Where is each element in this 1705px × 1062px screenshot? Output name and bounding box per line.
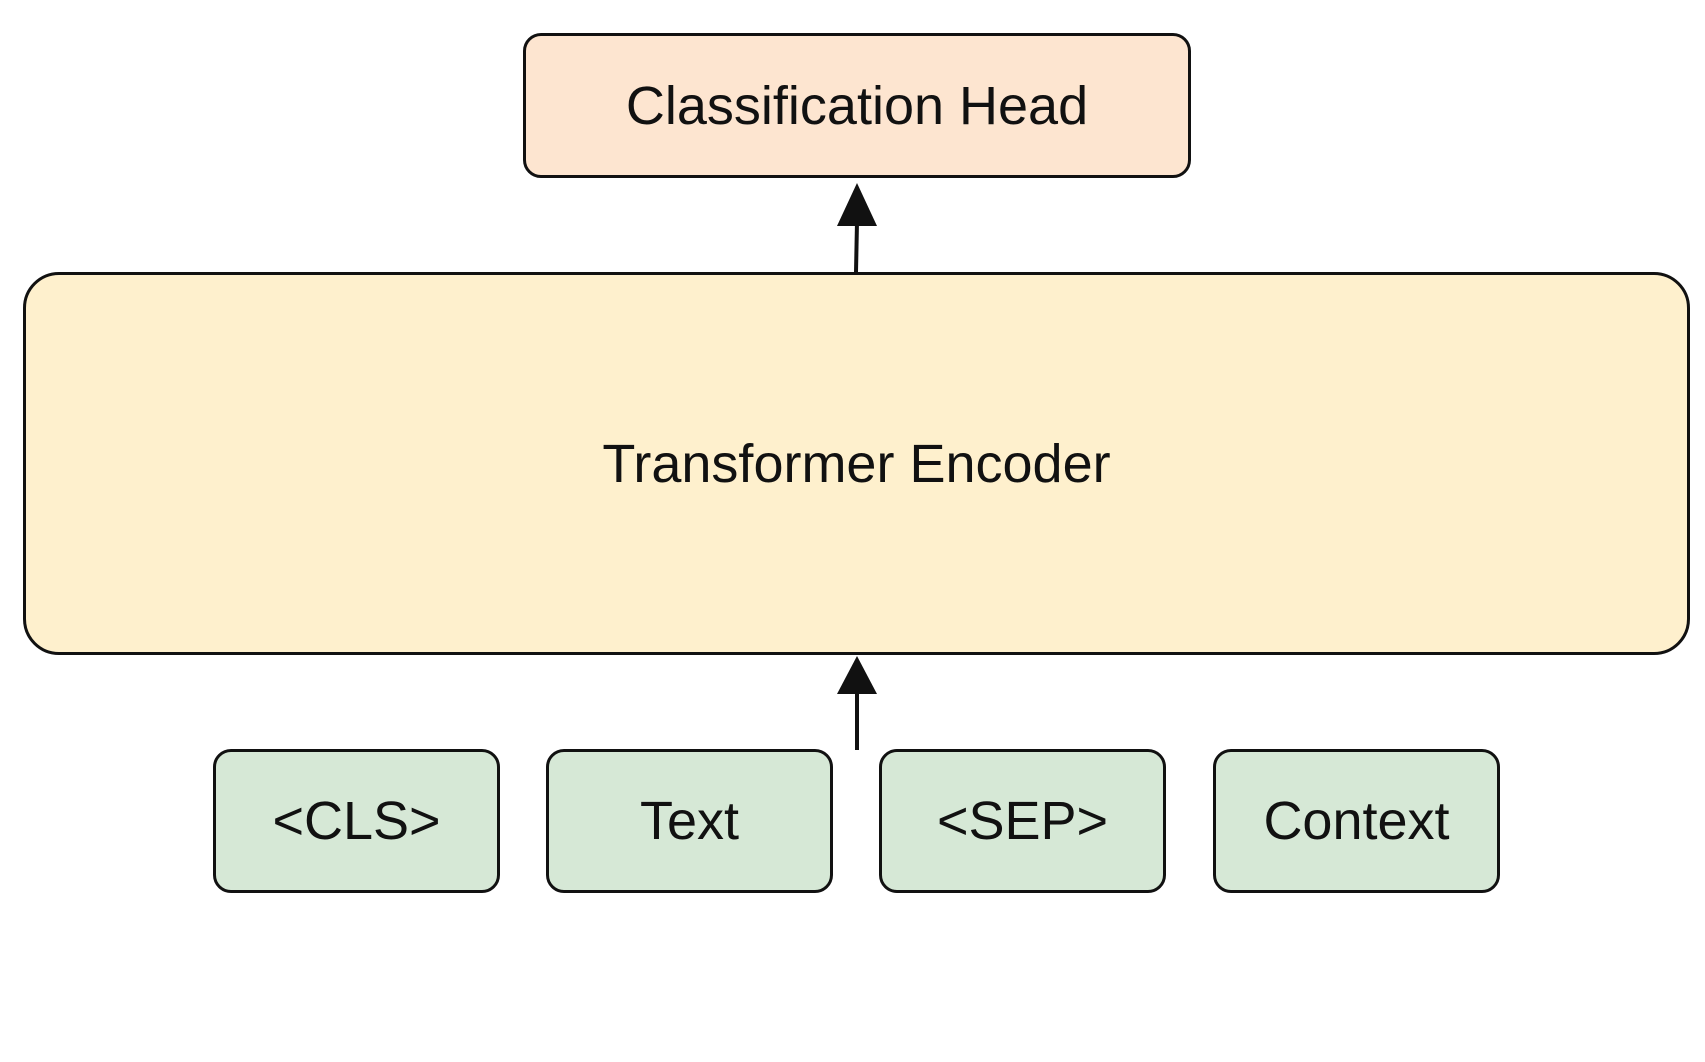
transformer-encoder-box: Transformer Encoder bbox=[23, 272, 1690, 655]
arrow-encoder-to-head-shaft bbox=[854, 221, 859, 273]
token-box-context: Context bbox=[1213, 749, 1500, 893]
classification-head-box: Classification Head bbox=[523, 33, 1191, 178]
token-box-text: Text bbox=[546, 749, 833, 893]
token-label-sep: <SEP> bbox=[936, 791, 1109, 851]
arrow-encoder-to-head bbox=[837, 183, 877, 273]
classification-head-label: Classification Head bbox=[625, 75, 1089, 136]
token-label-text: Text bbox=[639, 791, 740, 851]
token-label-context: Context bbox=[1263, 791, 1450, 851]
arrow-tokens-to-encoder bbox=[837, 656, 877, 750]
token-label-cls: <CLS> bbox=[272, 791, 441, 851]
arrow-encoder-to-head-head bbox=[837, 183, 877, 226]
transformer-encoder-label: Transformer Encoder bbox=[602, 433, 1111, 494]
token-box-cls: <CLS> bbox=[213, 749, 500, 893]
token-box-sep: <SEP> bbox=[879, 749, 1166, 893]
arrow-tokens-to-encoder-head bbox=[837, 656, 877, 694]
